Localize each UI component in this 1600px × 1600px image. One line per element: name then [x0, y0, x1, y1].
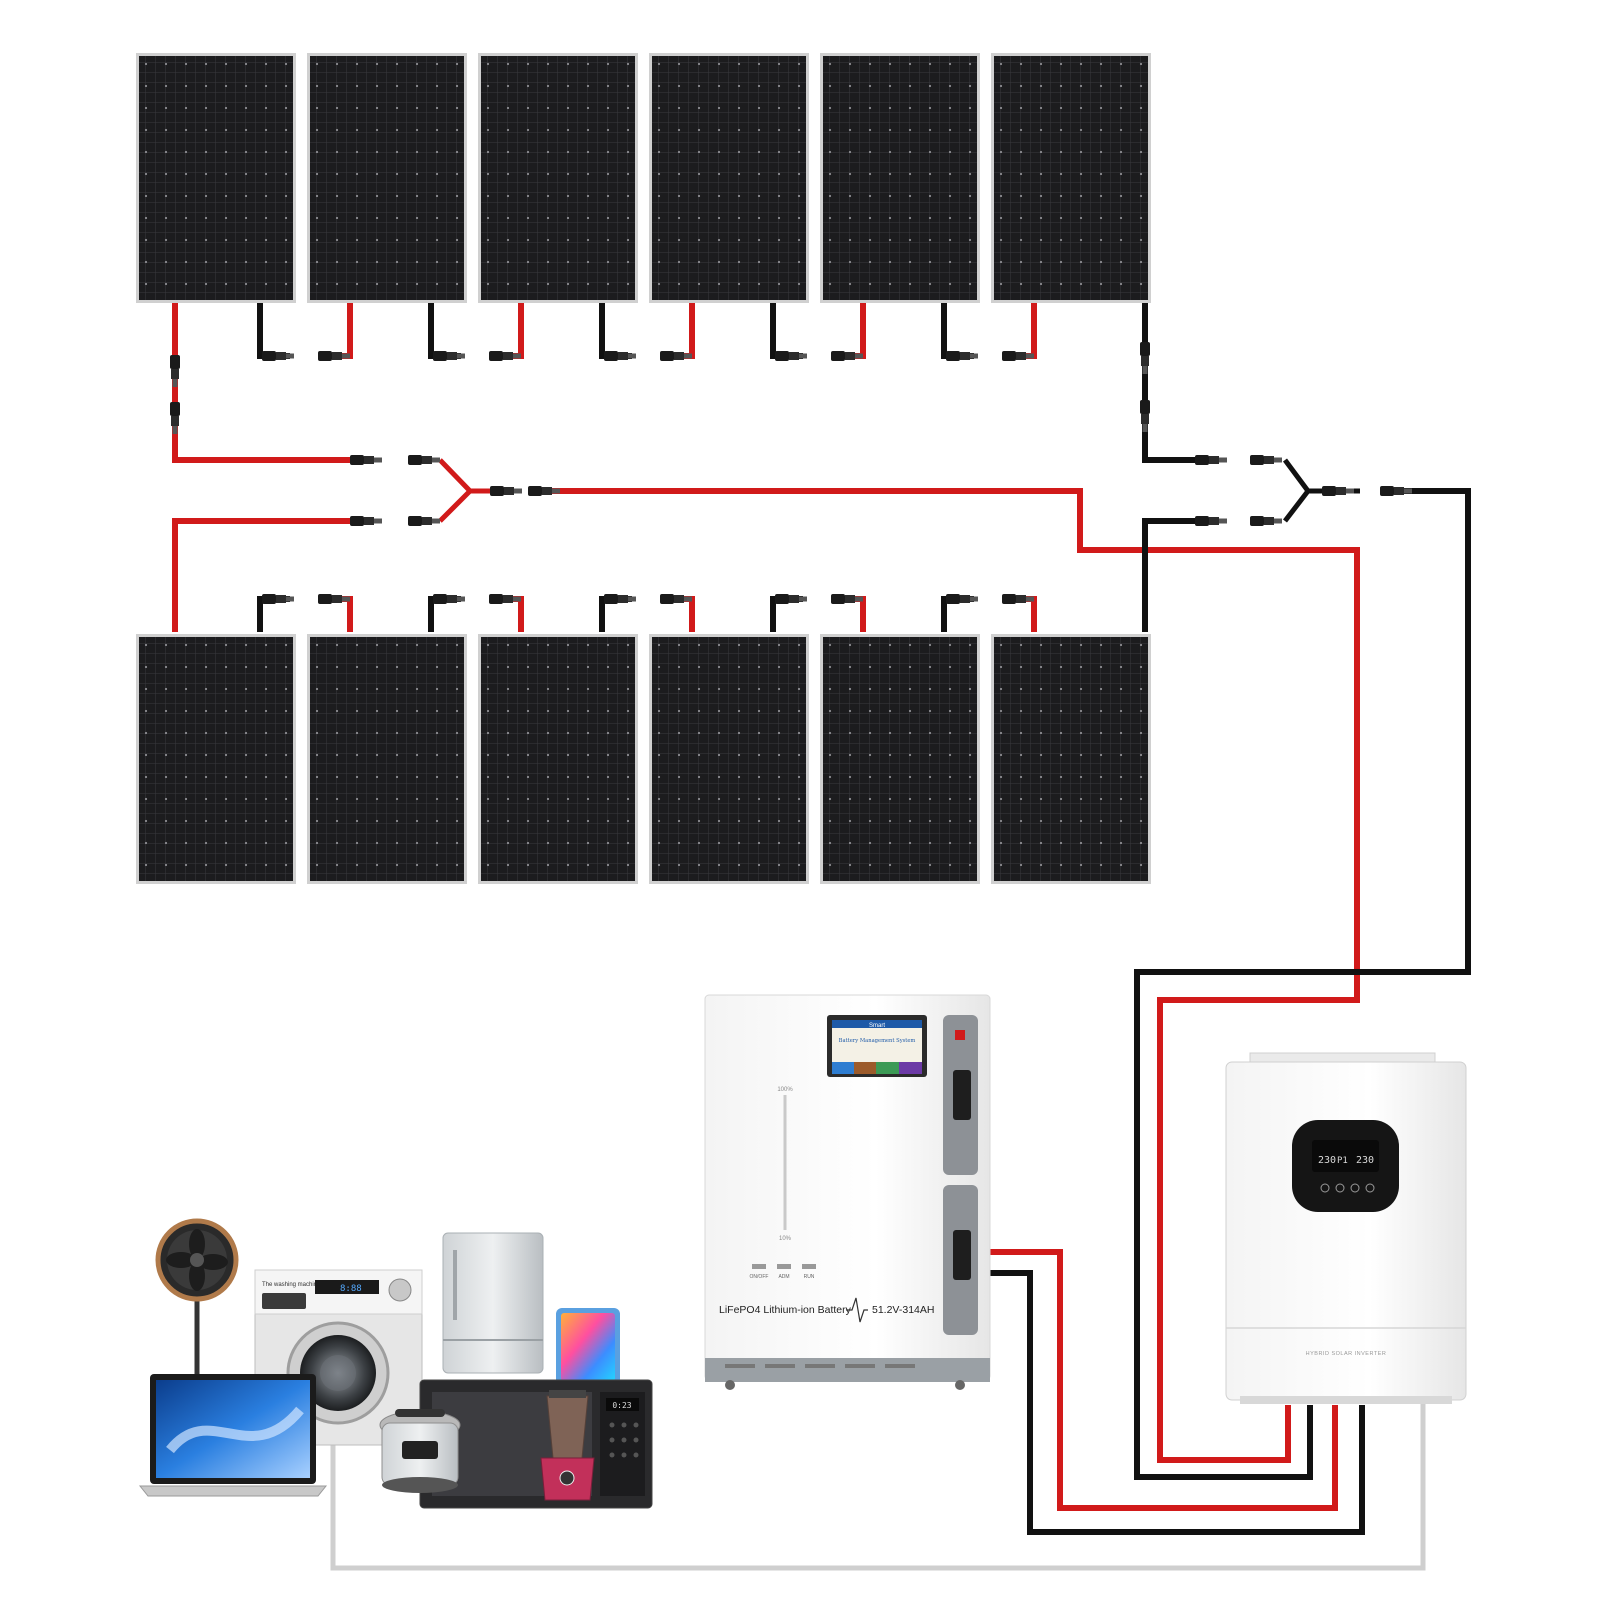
battery-cables — [990, 1249, 1365, 1535]
solar-panel — [307, 53, 467, 303]
inverter-display-left: 230 — [1318, 1155, 1336, 1166]
string-connectors — [170, 342, 1412, 526]
top-panel-row — [136, 53, 1151, 303]
inverter-button-4[interactable] — [1365, 1183, 1375, 1193]
battery-button-adm[interactable]: ADM — [778, 1274, 789, 1280]
inverter-display-right: 230 — [1356, 1155, 1374, 1166]
solar-panel — [991, 634, 1151, 884]
solar-panel — [136, 53, 296, 303]
pulse-icon — [846, 1297, 868, 1323]
solar-panel — [820, 53, 980, 303]
battery-terminal-top — [953, 1070, 971, 1120]
battery-button-onoff[interactable]: ON/OFF — [750, 1274, 769, 1280]
solar-panel — [307, 634, 467, 884]
inverter-button-1[interactable] — [1320, 1183, 1330, 1193]
top-series-connectors — [262, 351, 1034, 361]
bottom-series-connectors — [262, 594, 1034, 604]
solar-panel — [478, 634, 638, 884]
battery-spec: 51.2V-314AH — [872, 1304, 934, 1316]
hybrid-inverter: 230 P1 230 HYBRID SOLAR INVERTER — [1225, 1052, 1467, 1404]
pressure-cooker-icon — [379, 1409, 461, 1493]
bms-screen-subtitle: Battery Management System — [839, 1038, 916, 1044]
washer-label: The washing machine — [262, 1282, 321, 1288]
microwave-display: 0:23 — [612, 1401, 631, 1410]
bottom-panel-row — [136, 634, 1151, 884]
soc-gauge-top-label: 100% — [777, 1087, 793, 1093]
solar-panel — [136, 634, 296, 884]
solar-panel — [649, 53, 809, 303]
bottom-series-wiring — [257, 596, 1037, 632]
inverter-button-3[interactable] — [1350, 1183, 1360, 1193]
battery-button-run[interactable]: RUN — [804, 1274, 815, 1280]
tablet-icon — [556, 1308, 620, 1386]
solar-panel — [820, 634, 980, 884]
inverter-button-2[interactable] — [1335, 1183, 1345, 1193]
inverter-label: HYBRID SOLAR INVERTER — [1306, 1351, 1387, 1357]
top-series-wiring — [257, 303, 1037, 359]
battery-label: LiFePO4 Lithium-ion Battery — [719, 1304, 852, 1316]
ac-output-cable — [330, 1400, 1426, 1571]
solar-panel — [478, 53, 638, 303]
washer-display: 8:88 — [340, 1284, 362, 1294]
solar-panel — [649, 634, 809, 884]
soc-gauge-bottom-label: 10% — [779, 1236, 792, 1242]
battery-terminal-bottom — [953, 1230, 971, 1280]
bms-screen-title: Smart — [869, 1023, 885, 1029]
fan-icon — [155, 1218, 239, 1405]
battery-breaker — [955, 1030, 965, 1040]
laptop-icon — [138, 1374, 328, 1497]
blender-icon — [540, 1390, 595, 1501]
inverter-display-mid: P1 — [1337, 1156, 1348, 1166]
appliances-group: The washing machine 8:88 0:23 — [138, 1218, 653, 1509]
refrigerator-icon — [442, 1232, 544, 1374]
solar-panel — [991, 53, 1151, 303]
battery-cabinet: Smart Battery Management System 100% 10%… — [704, 994, 991, 1390]
